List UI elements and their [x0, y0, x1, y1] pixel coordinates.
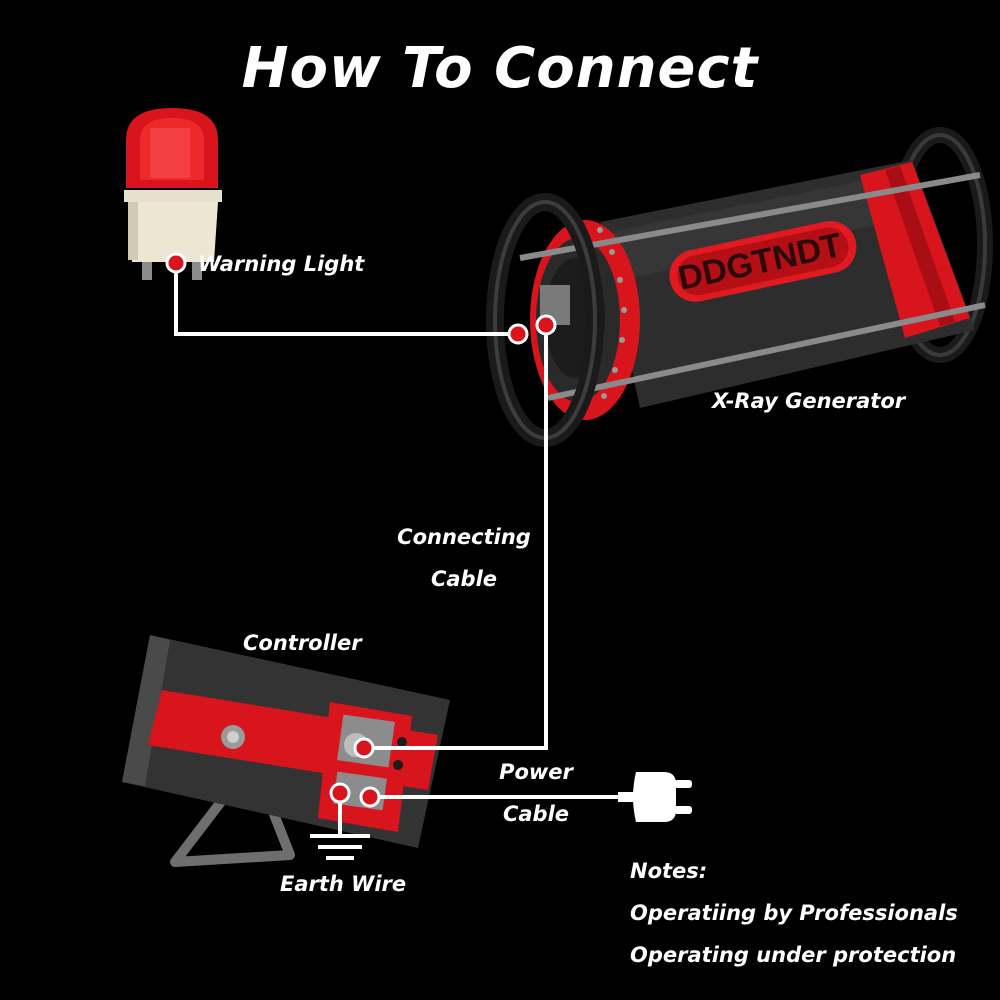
xray-generator-label: X-Ray Generator: [712, 389, 906, 413]
power-cable-label-line2: Cable: [502, 802, 570, 826]
connection-points: [165, 252, 557, 808]
notes-block: Notes: Operatiing by Professionals Opera…: [630, 850, 958, 976]
connecting-cable-label-line1: Connecting: [397, 525, 531, 549]
earth-wire-label: Earth Wire: [280, 872, 407, 896]
warning-light-wire: [174, 263, 518, 336]
notes-item: Operatiing by Professionals: [630, 901, 958, 925]
connection-point-icon: [329, 782, 351, 804]
connection-point-icon: [165, 252, 187, 274]
connecting-cable-label-line2: Cable: [430, 567, 498, 591]
power-cable-label-line1: Power: [499, 760, 573, 784]
page-title: How To Connect: [241, 36, 759, 101]
controller-label: Controller: [243, 631, 362, 655]
xray-generator-icon: [486, 127, 993, 447]
connection-point-icon: [353, 737, 375, 759]
earth-ground-icon: [310, 834, 370, 860]
notes-heading: Notes:: [630, 859, 708, 883]
connection-point-icon: [507, 323, 529, 345]
notes-item: Operating under protection: [630, 943, 957, 967]
warning-light-icon: [124, 108, 222, 280]
connection-point-icon: [535, 314, 557, 336]
connection-point-icon: [359, 786, 381, 808]
warning-light-label: Warning Light: [198, 252, 365, 276]
connecting-cable-wire: [364, 325, 548, 750]
connection-wires: [174, 263, 640, 835]
power-plug-icon: [618, 772, 692, 822]
